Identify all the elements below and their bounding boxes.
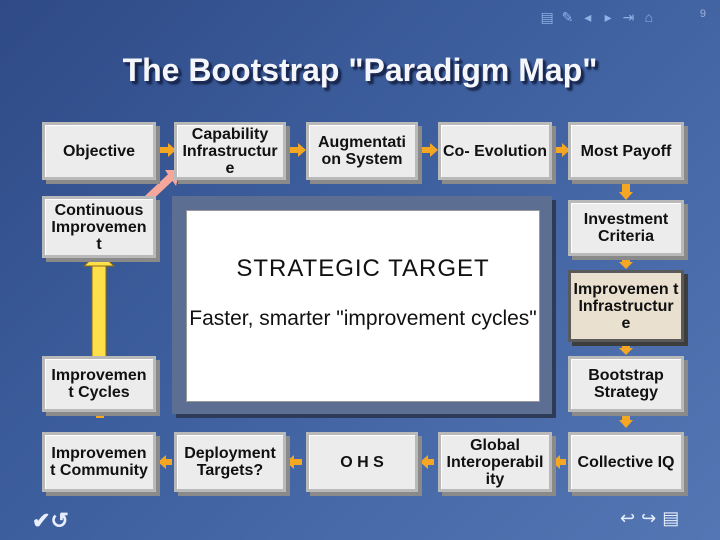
box-ohs: O H S xyxy=(306,432,418,492)
box-improvement-community: Improvemen t Community xyxy=(42,432,156,492)
box-bootstrap-strategy: Bootstrap Strategy xyxy=(568,356,684,412)
checkmark-icon[interactable]: ✔↺ xyxy=(32,508,69,533)
box-capability-infrastructure: Capability Infrastructur e xyxy=(174,122,286,180)
box-augmentation-system: Augmentati on System xyxy=(306,122,418,180)
prev-icon[interactable]: ◂ xyxy=(584,8,592,25)
home-icon[interactable]: ⌂ xyxy=(644,9,654,25)
slide-title: The Bootstrap "Paradigm Map" xyxy=(122,52,598,88)
box-objective: Objective xyxy=(42,122,156,180)
end-icon[interactable]: ⇥ xyxy=(622,8,635,25)
strategic-target-heading: STRATEGIC TARGET xyxy=(236,255,490,282)
slide-sorter-icon[interactable]: ▤ xyxy=(540,8,554,25)
box-collective-iq: Collective IQ xyxy=(568,432,684,492)
slides-icon[interactable]: ▤ xyxy=(662,508,680,528)
next-icon[interactable]: ▸ xyxy=(604,8,612,25)
page-number: 9 xyxy=(699,8,706,20)
strategic-target-panel: STRATEGIC TARGET Faster, smarter "improv… xyxy=(172,196,552,414)
box-global-interoperability: Global Interoperabil ity xyxy=(438,432,552,492)
back-icon[interactable]: ↩ xyxy=(620,508,636,528)
slide-navigation: ▤ ✎ ◂ ▸ ⇥ ⌂ xyxy=(538,6,658,28)
box-deployment-targets: Deployment Targets? xyxy=(174,432,286,492)
box-co-evolution: Co- Evolution xyxy=(438,122,552,180)
box-improvement-infrastructure: Improvemen t Infrastructur e xyxy=(568,270,684,342)
box-investment-criteria: Investment Criteria xyxy=(568,200,684,256)
pencil-icon[interactable]: ✎ xyxy=(561,8,574,25)
box-improvement-cycles: Improvemen t Cycles xyxy=(42,356,156,412)
forward-icon[interactable]: ↪ xyxy=(641,508,657,528)
box-most-payoff: Most Payoff xyxy=(568,122,684,180)
strategic-target-text: Faster, smarter "improvement cycles" xyxy=(189,307,537,330)
bottom-nav: ↩ ↪ ▤ xyxy=(620,508,679,529)
box-continuous-improvement: Continuous Improvemen t xyxy=(42,196,156,258)
